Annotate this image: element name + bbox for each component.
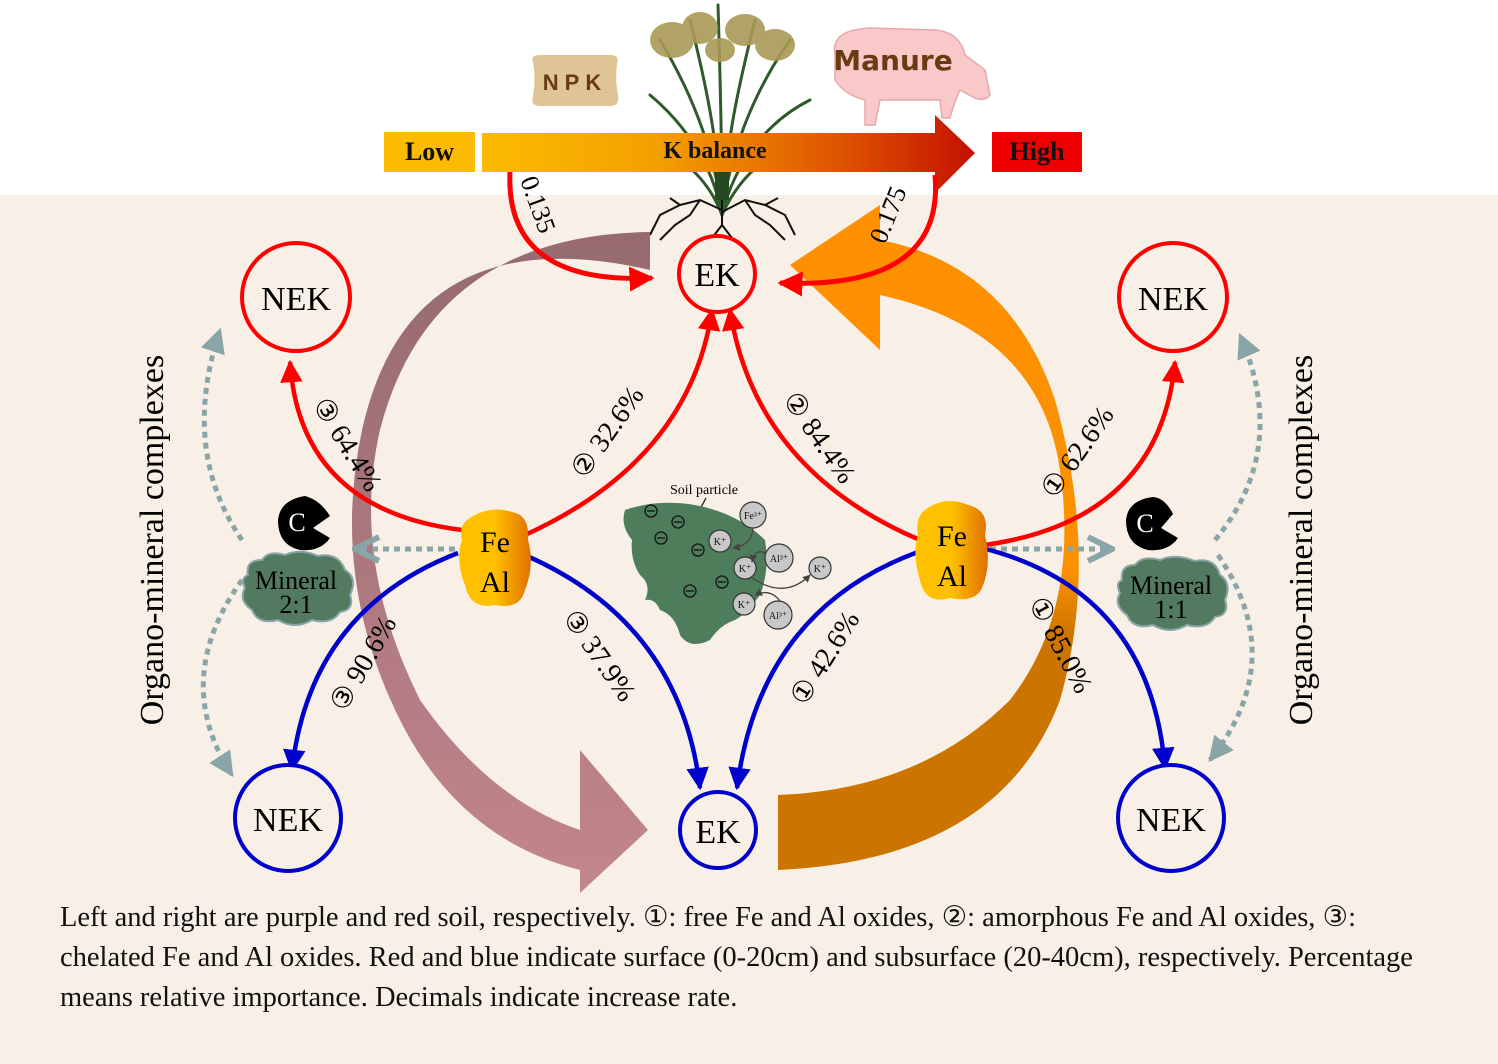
mineral-left-label-1: Mineral (255, 566, 337, 595)
ion-al: Al³⁺ (769, 611, 787, 622)
ion-al: Al³⁺ (770, 554, 788, 565)
surface-edges (280, 307, 1185, 548)
red-soil-flow-arrow (778, 205, 1079, 870)
scale-high-label: High (992, 132, 1082, 172)
pig-manure-icon: Manure (833, 27, 991, 126)
mineral-left-cloud: Mineral 2:1 (241, 550, 355, 626)
ion-k: K⁺ (738, 600, 751, 611)
k-balance-arrow (482, 115, 975, 193)
rice-plant-icon (638, 3, 812, 217)
k-balance-label: K balance (663, 138, 767, 164)
edge-label-right-subsurface-ek: ① 42.6% (785, 606, 867, 711)
node-nek-top-right: NEK (1117, 241, 1229, 353)
mineral-right-label-1: Mineral (1130, 571, 1212, 600)
ion-fe: Fe³⁺ (744, 511, 762, 522)
soil-particle-title: Soil particle (670, 483, 738, 498)
nek-top-right-label: NEK (1138, 281, 1208, 318)
mineral-right-label-2: 1:1 (1154, 595, 1187, 624)
soil-particle-illustration: Soil particle Fe³⁺ K⁺ Al³⁺ K⁺ K⁺ K⁺ (623, 483, 832, 644)
subsurface-edges (283, 545, 1175, 791)
carbon-right-label: C (1136, 509, 1153, 538)
ek-surface-label: EK (694, 257, 740, 294)
roots-icon (649, 197, 796, 241)
nek-top-left-label: NEK (261, 281, 331, 318)
side-label-right: Organo-mineral complexes (1283, 355, 1320, 725)
node-nek-top-left: NEK (240, 241, 352, 353)
increase-rate-arrows (507, 171, 939, 297)
nek-bottom-left-label: NEK (253, 802, 323, 839)
npk-bag-icon: NPK (532, 55, 619, 106)
node-ek-surface: EK (677, 234, 757, 314)
purple-soil-flow-arrow (351, 232, 650, 893)
carbon-left-icon: C (278, 496, 330, 551)
edge-label-left-surface-ek: ② 32.6% (565, 381, 650, 484)
scale-low-label: Low (384, 132, 475, 172)
side-label-left: Organo-mineral complexes (134, 355, 171, 725)
nek-bottom-right-label: NEK (1136, 802, 1206, 839)
left-organo-mineral-arrows (200, 327, 455, 778)
negative-charges (644, 504, 729, 598)
figure-caption: Left and right are purple and red soil, … (60, 902, 1413, 1013)
node-nek-bottom-right: NEK (1116, 763, 1226, 873)
ek-subsurface-label: EK (695, 814, 741, 851)
npk-label: NPK (543, 70, 607, 95)
ion-k: K⁺ (714, 537, 727, 548)
right-organo-mineral-arrows (990, 332, 1263, 762)
edge-label-left-subsurface-ek: ③ 37.9% (556, 604, 641, 707)
mineral-left-label-2: 2:1 (279, 590, 312, 619)
feal-right-blob: Fe Al (915, 501, 988, 600)
mineral-right-cloud: Mineral 1:1 (1116, 555, 1229, 631)
carbon-right-icon: C (1126, 497, 1178, 551)
node-nek-bottom-left: NEK (233, 763, 343, 873)
edge-label-right-surface-ek: ② 84.4% (776, 386, 861, 489)
feal-right-fe-label: Fe (937, 520, 967, 553)
feal-left-al-label: Al (480, 566, 510, 599)
node-ek-subsurface: EK (678, 790, 758, 870)
ion-k: K⁺ (739, 564, 752, 575)
feal-right-al-label: Al (937, 560, 967, 593)
carbon-left-label: C (288, 508, 305, 537)
manure-label: Manure (833, 44, 952, 77)
feal-left-blob: Fe Al (459, 509, 531, 606)
feal-left-fe-label: Fe (480, 526, 510, 559)
ion-k: K⁺ (814, 564, 827, 575)
